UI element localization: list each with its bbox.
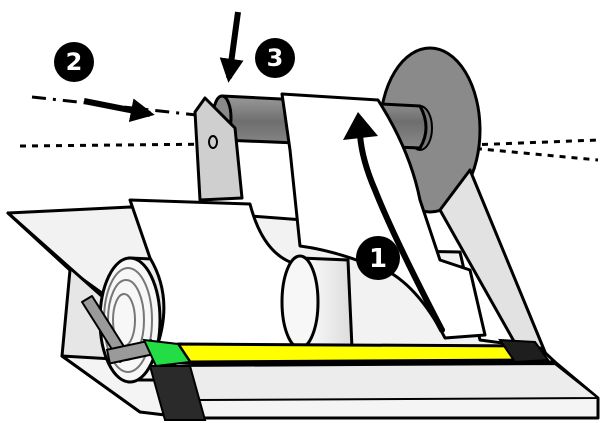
feed-direction-arrow	[357, 132, 445, 333]
roller-bracket	[193, 96, 244, 202]
callout-1-circle	[356, 236, 400, 280]
callout-3-label: 3	[267, 44, 284, 72]
arrow-to-roller-top	[219, 11, 244, 83]
bracket-pin	[208, 135, 218, 149]
black-block	[148, 365, 207, 421]
yellow-strip	[176, 342, 534, 364]
arrow-to-bracket	[83, 98, 155, 123]
callout-2-label: 2	[66, 48, 83, 76]
callout-1-label: 1	[369, 244, 387, 274]
label-roll-middle-face	[280, 254, 320, 350]
callout-3-circle	[255, 38, 295, 78]
callout-2-circle	[54, 42, 94, 82]
callout-badge-2: 2	[54, 42, 94, 82]
housing-front-ledge	[169, 363, 599, 401]
end-stop-block	[498, 338, 550, 364]
dotted-guide-line-lower	[19, 142, 221, 148]
dotted-guide-line-right	[469, 138, 599, 147]
green-marker	[142, 338, 192, 368]
callout-badge-3: 3	[255, 38, 295, 78]
feed-direction-arrowhead	[343, 112, 378, 140]
callout-badge-1: 1	[356, 236, 400, 280]
